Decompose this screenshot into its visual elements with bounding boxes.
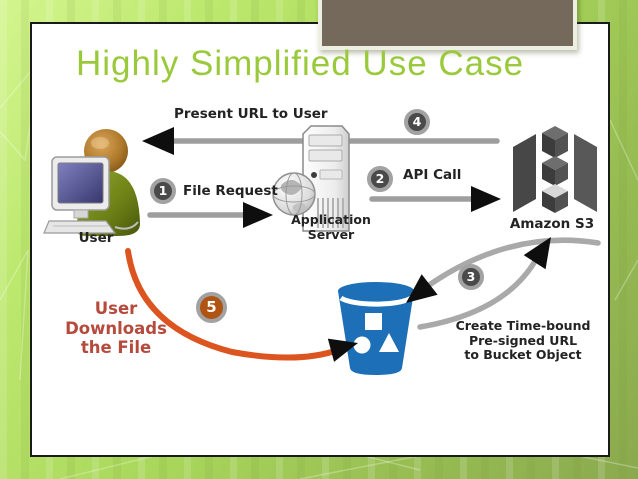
decorative-header-box (318, 0, 577, 50)
label-line: Pre-signed URL (468, 332, 578, 348)
label-line: Create Time-bound (455, 318, 591, 333)
label-user-downloads: User Downloads the File (46, 299, 186, 358)
step-number: 3 (466, 268, 476, 284)
step-number: 5 (206, 298, 217, 316)
label-line: to Bucket Object (464, 347, 582, 362)
label-line: the File (80, 338, 152, 357)
label-line: Server (307, 226, 355, 242)
step-number: 4 (412, 113, 422, 129)
step-badge-5: 5 (196, 292, 227, 323)
label-present-url: Present URL to User (174, 106, 328, 122)
label-user: User (78, 230, 114, 246)
label-api-call: API Call (403, 167, 462, 183)
label-line: User (94, 299, 138, 318)
step-badge-4: 4 (404, 109, 430, 135)
label-line: Downloads (65, 318, 167, 338)
label-file-request: File Request (183, 183, 278, 199)
label-amazon-s3: Amazon S3 (509, 216, 595, 232)
step-badge-1: 1 (150, 178, 176, 204)
step-badge-3: 3 (458, 264, 484, 290)
step-number: 2 (375, 170, 385, 186)
label-line: Application (291, 212, 371, 227)
slide-title: Highly Simplified Use Case (76, 44, 525, 83)
label-create-presigned-url: Create Time-bound Pre-signed URL to Buck… (447, 318, 599, 363)
label-application-server: Application Server (281, 212, 381, 242)
step-number: 1 (158, 182, 168, 198)
step-badge-2: 2 (367, 166, 393, 192)
